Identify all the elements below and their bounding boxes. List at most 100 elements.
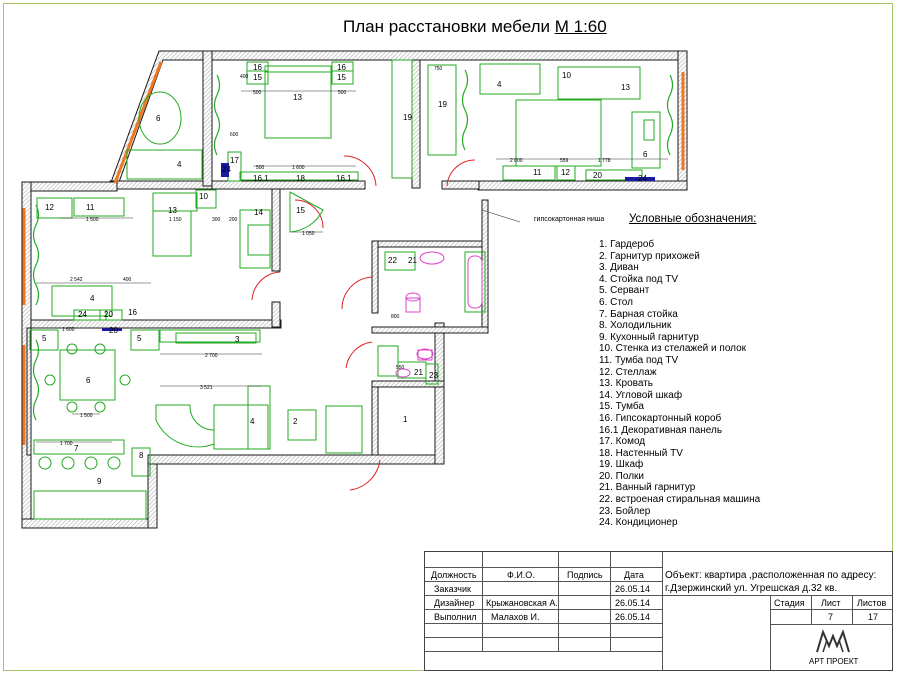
plan-label: 20 bbox=[109, 326, 118, 335]
plan-label: 24 bbox=[78, 310, 87, 319]
stamp-row-position: Выполнил bbox=[434, 612, 477, 622]
legend-item: 11. Тумба под TV bbox=[599, 354, 679, 366]
legend-item: 8. Холодильник bbox=[599, 320, 672, 332]
plan-label: 16 bbox=[337, 63, 346, 72]
legend-title: Условные обозначения: bbox=[629, 213, 757, 225]
plan-label: 4 bbox=[90, 294, 95, 303]
logo-icon bbox=[816, 629, 850, 653]
legend-item: 15. Тумба bbox=[599, 401, 644, 413]
dimension-label: 1 500 bbox=[86, 217, 99, 223]
title-block: Должность Ф.И.О. Подпись Дата Заказчик 2… bbox=[424, 551, 893, 671]
legend-item: 4. Стойка под TV bbox=[599, 273, 679, 285]
dimension-lines bbox=[36, 90, 668, 443]
stamp-row-position: Заказчик bbox=[434, 584, 471, 594]
title-scale: М 1:60 bbox=[554, 17, 607, 36]
legend-item: 16.1 Декоративная панель bbox=[599, 424, 723, 436]
stamp-stage-label: Стадия bbox=[774, 598, 805, 608]
plan-label: 16 bbox=[128, 308, 137, 317]
bed-13a bbox=[264, 71, 332, 139]
dimension-label: 1 778 bbox=[598, 158, 611, 164]
plan-label: 16 bbox=[253, 63, 262, 72]
plan-label: 20 bbox=[104, 310, 113, 319]
legend-item: 6. Стол bbox=[599, 296, 633, 308]
stamp-row-date: 26.05.14 bbox=[615, 584, 651, 594]
dimension-label: 750 bbox=[434, 66, 443, 72]
door-swings bbox=[251, 155, 476, 491]
sanitary bbox=[395, 251, 483, 378]
plan-label: 15 bbox=[253, 73, 262, 82]
plan-label: 5 bbox=[137, 334, 142, 343]
plan-label: 19 bbox=[438, 100, 447, 109]
dimension-label: 800 bbox=[391, 314, 400, 320]
legend-item: 7. Барная стойка bbox=[599, 308, 678, 320]
stamp-sheet-value: 7 bbox=[828, 612, 834, 622]
legend-item: 20. Полки bbox=[599, 470, 645, 482]
plan-label: 22 bbox=[388, 256, 397, 265]
plan-label: 16.1 bbox=[336, 174, 352, 183]
legend-item: 17. Комод bbox=[599, 436, 646, 448]
legend-item: 2. Гарнитур прихожей bbox=[599, 250, 700, 262]
interior-walls bbox=[26, 59, 489, 456]
stamp-sheet-label: Лист bbox=[821, 598, 841, 608]
plan-label: 10 bbox=[562, 71, 571, 80]
plan-label: 14 bbox=[254, 208, 263, 217]
plan-label: 24 bbox=[222, 165, 231, 174]
plan-label: 24 bbox=[638, 174, 647, 183]
stamp-header-signature: Подпись bbox=[567, 570, 603, 580]
dimension-label: 1 700 bbox=[60, 441, 73, 447]
stamp-sheets-label: Листов bbox=[857, 598, 887, 608]
title-text: План расстановки мебели bbox=[343, 17, 550, 36]
stamp-row-date: 26.05.14 bbox=[615, 598, 651, 608]
plan-label: 6 bbox=[643, 150, 648, 159]
plan-label: 20 bbox=[593, 171, 602, 180]
plan-label: 3 bbox=[235, 335, 240, 344]
stamp-object-line2: г.Дзержинский ул. Угрешская д.32 кв. bbox=[665, 583, 838, 594]
legend-item: 24. Кондиционер bbox=[599, 517, 678, 529]
plan-label: 8 bbox=[139, 451, 144, 460]
curtains bbox=[32, 69, 674, 421]
legend-item: 9. Кухонный гарнитур bbox=[599, 331, 699, 343]
page-title: План расстановки мебели М 1:60 bbox=[343, 17, 607, 37]
legend-item: 14. Угловой шкаф bbox=[599, 389, 683, 401]
dimension-label: 559 bbox=[560, 158, 569, 164]
legend-item: 5. Сервант bbox=[599, 285, 650, 297]
plan-label: 2 bbox=[293, 417, 298, 426]
plan-label: 7 bbox=[74, 444, 79, 453]
plan-label: 15 bbox=[337, 73, 346, 82]
plan-label: 4 bbox=[250, 417, 255, 426]
furniture bbox=[29, 59, 661, 520]
plan-label: 1 bbox=[403, 415, 408, 424]
dimension-label: 550 bbox=[396, 365, 405, 371]
plan-label: 9 bbox=[97, 477, 102, 486]
stamp-object-line1: Объект: квартира ,расположенная по адрес… bbox=[665, 570, 877, 581]
stamp-header-position: Должность bbox=[431, 570, 477, 580]
plan-label: 12 bbox=[561, 168, 570, 177]
legend-item: 23. Бойлер bbox=[599, 505, 651, 517]
legend-item: 22. встроеная стиральная машина bbox=[599, 494, 761, 506]
plan-label: 10 bbox=[199, 192, 208, 201]
legend-item: 16. Гипсокартонный короб bbox=[599, 412, 722, 424]
dimension-label: 1 500 bbox=[80, 413, 93, 419]
plan-label: 6 bbox=[156, 114, 161, 123]
plan-label: 12 bbox=[45, 203, 54, 212]
plan-label: 4 bbox=[497, 80, 502, 89]
outer-walls bbox=[21, 50, 688, 529]
plan-label: 18 bbox=[296, 174, 305, 183]
legend-item: 19. Шкаф bbox=[599, 459, 644, 471]
stamp-header-date: Дата bbox=[624, 570, 644, 580]
air-conditioners bbox=[102, 163, 655, 331]
dimension-label: 400 bbox=[240, 74, 249, 80]
legend-item: 13. Кровать bbox=[599, 378, 653, 390]
dimension-label: 400 bbox=[123, 277, 132, 283]
dimension-label: 600 bbox=[230, 132, 239, 138]
plan-label: 23 bbox=[429, 371, 438, 380]
logo-text: АРТ ПРОЕКТ bbox=[809, 657, 859, 666]
dimension-label: 2 700 bbox=[205, 353, 218, 359]
legend-item: 12. Стеллаж bbox=[599, 366, 657, 378]
dimension-label: 1 600 bbox=[62, 327, 75, 333]
plan-label: 5 bbox=[42, 334, 47, 343]
dimension-label: 3 521 bbox=[200, 385, 213, 391]
plan-label: 16.1 bbox=[253, 174, 269, 183]
legend-item: 10. Стенка из стелажей и полок bbox=[599, 343, 747, 355]
